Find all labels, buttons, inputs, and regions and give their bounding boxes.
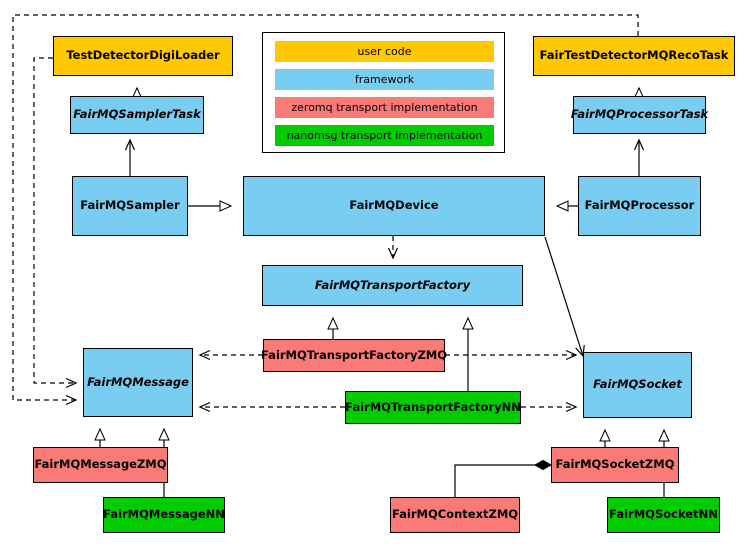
class-node-label: FairMQProcessor [584, 198, 695, 213]
edge-socketzmq-contextzmq [454, 465, 551, 497]
class-node-test-detector-digi-loader[interactable]: TestDetectorDigiLoader [53, 36, 233, 76]
class-node-fair-mq-processor-task[interactable]: FairMQProcessorTask [570, 96, 709, 134]
class-node-fair-mq-transport-factory-zmq[interactable]: FairMQTransportFactoryZMQ [261, 339, 448, 372]
class-node-label: FairMQSampler [80, 198, 180, 213]
legend: user code framework zeromq transport imp… [262, 32, 505, 153]
edge-device-socket [544, 236, 585, 358]
legend-label-framework: framework [354, 73, 415, 86]
class-node-label: FairMQSocketNN [609, 507, 718, 522]
legend-item-nanomsg: nanomsg transport implementation [275, 125, 494, 146]
class-node-label: TestDetectorDigiLoader [66, 48, 220, 63]
class-node-fair-mq-message[interactable]: FairMQMessage [83, 348, 193, 417]
class-node-label: FairMQTransportFactoryNN [345, 399, 521, 414]
class-node-label: FairMQSamplerTask [73, 107, 201, 122]
class-node-label: FairTestDetectorMQRecoTask [539, 48, 729, 63]
class-node-label: FairMQSocketZMQ [555, 457, 675, 472]
class-node-fair-mq-transport-factory-nn[interactable]: FairMQTransportFactoryNN [345, 391, 521, 424]
legend-item-framework: framework [275, 69, 494, 90]
class-node-fair-mq-transport-factory[interactable]: FairMQTransportFactory [262, 265, 523, 306]
legend-label-zeromq: zeromq transport implementation [291, 101, 478, 114]
legend-label-user-code: user code [357, 45, 412, 58]
class-node-fair-mq-socket-zmq[interactable]: FairMQSocketZMQ [551, 447, 679, 483]
class-node-fair-mq-device[interactable]: FairMQDevice [243, 176, 545, 236]
class-node-label: FairMQContextZMQ [391, 507, 519, 522]
class-node-fair-mq-message-nn[interactable]: FairMQMessageNN [103, 497, 225, 533]
class-node-fair-mq-socket[interactable]: FairMQSocket [583, 352, 692, 418]
class-node-fair-mq-socket-nn[interactable]: FairMQSocketNN [607, 497, 720, 533]
class-node-fair-test-detector-mq-reco-task[interactable]: FairTestDetectorMQRecoTask [533, 36, 735, 76]
class-node-label: FairMQTransportFactory [314, 277, 471, 292]
class-node-label: FairMQTransportFactoryZMQ [261, 347, 448, 362]
class-node-fair-mq-processor[interactable]: FairMQProcessor [578, 176, 701, 236]
class-node-label: FairMQMessageZMQ [34, 457, 167, 472]
legend-item-user-code: user code [275, 41, 494, 62]
class-node-fair-mq-sampler-task[interactable]: FairMQSamplerTask [70, 96, 204, 134]
class-node-label: FairMQMessageNN [103, 507, 225, 522]
class-node-label: FairMQSocket [593, 377, 682, 392]
legend-label-nanomsg: nanomsg transport implementation [286, 129, 483, 142]
class-node-fair-mq-message-zmq[interactable]: FairMQMessageZMQ [33, 447, 168, 483]
class-node-fair-mq-sampler[interactable]: FairMQSampler [72, 176, 188, 236]
class-node-fair-mq-context-zmq[interactable]: FairMQContextZMQ [390, 497, 520, 533]
legend-item-zeromq: zeromq transport implementation [275, 97, 494, 118]
class-node-label: FairMQDevice [349, 198, 439, 213]
class-node-label: FairMQProcessorTask [570, 107, 709, 122]
class-node-label: FairMQMessage [87, 374, 189, 389]
